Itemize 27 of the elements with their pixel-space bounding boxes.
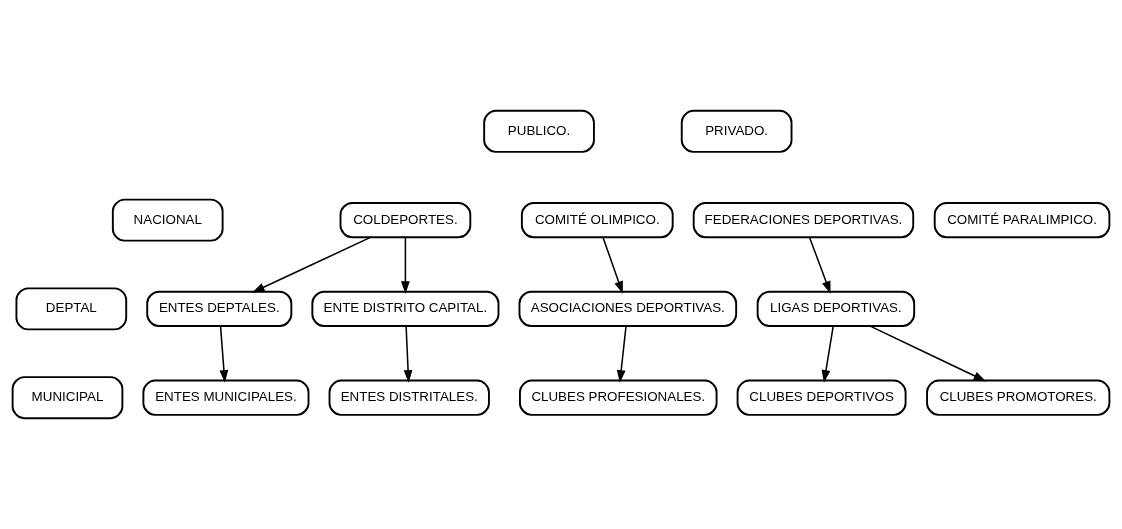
node-box: LIGAS DEPORTIVAS. bbox=[756, 290, 916, 328]
node-box: ENTES DISTRITALES. bbox=[328, 379, 490, 416]
arrow bbox=[869, 325, 987, 382]
node-box: CLUBES PROMOTORES. bbox=[926, 379, 1111, 416]
arrow bbox=[252, 236, 372, 293]
node-box: DEPTAL bbox=[15, 287, 128, 331]
node-box: COMITÉ OLIMPICO. bbox=[520, 201, 674, 239]
node-box: COLDEPORTES. bbox=[339, 201, 472, 239]
arrow bbox=[403, 325, 413, 383]
arrow bbox=[821, 325, 834, 383]
node-box: CLUBES DEPORTIVOS bbox=[736, 379, 907, 416]
node-box: COMITÉ PARALIMPICO. bbox=[933, 201, 1111, 239]
node-box: ENTES DEPTALES. bbox=[146, 290, 293, 328]
arrow bbox=[808, 236, 831, 294]
node-box: ENTE DISTRITO CAPITAL. bbox=[311, 290, 500, 328]
node-box: MUNICIPAL bbox=[11, 376, 124, 420]
arrow bbox=[401, 236, 410, 294]
node-box: PUBLICO. bbox=[483, 109, 595, 153]
node-box: NACIONAL bbox=[111, 198, 224, 242]
arrow bbox=[616, 325, 627, 383]
arrow bbox=[602, 236, 623, 294]
node-box: PRIVADO. bbox=[680, 109, 793, 153]
arrow bbox=[219, 325, 229, 383]
node-box: FEDERACIONES DEPORTIVAS. bbox=[692, 201, 915, 239]
node-box: CLUBES PROFESIONALES. bbox=[519, 379, 718, 416]
node-box: ENTES MUNICIPALES. bbox=[142, 379, 310, 416]
node-box: ASOCIACIONES DEPORTIVAS. bbox=[518, 290, 738, 328]
